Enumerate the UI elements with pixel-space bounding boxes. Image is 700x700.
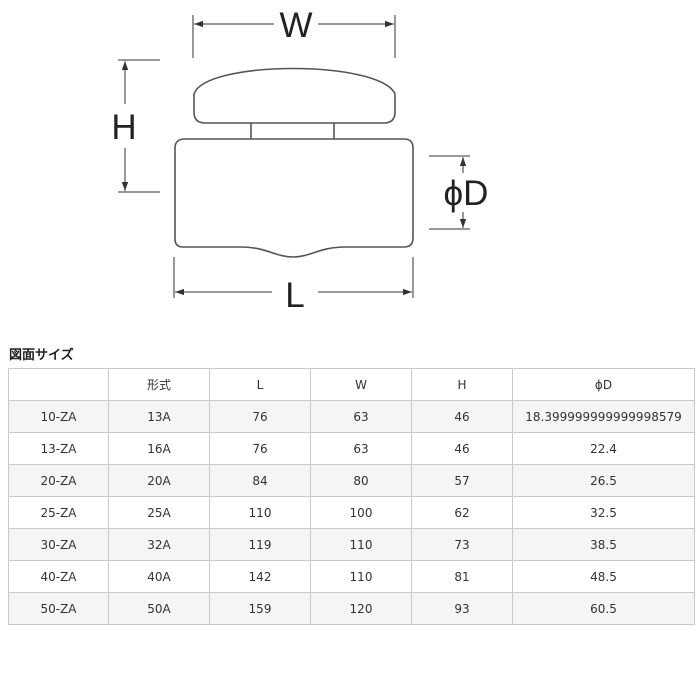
cell-h: 46 — [411, 432, 513, 465]
table-row: 20-ZA 20A 84 80 57 26.5 — [8, 464, 695, 497]
dim-label-w: W — [279, 6, 312, 45]
cell-d: 38.5 — [512, 528, 695, 561]
cell-model: 40-ZA — [8, 560, 109, 593]
cell-w: 100 — [310, 496, 412, 529]
table-row: 40-ZA 40A 142 110 81 48.5 — [8, 560, 695, 593]
table-row: 13-ZA 16A 76 63 46 22.4 — [8, 432, 695, 465]
dim-w — [192, 15, 396, 58]
dim-label-h: H — [111, 108, 136, 147]
cell-d: 48.5 — [512, 560, 695, 593]
cell-model: 20-ZA — [8, 464, 109, 497]
valve-dimension-drawing: W H ϕD L — [111, 6, 489, 315]
cell-model: 50-ZA — [8, 592, 109, 625]
table-row: 25-ZA 25A 110 100 62 32.5 — [8, 496, 695, 529]
dim-label-d: ϕD — [444, 174, 489, 213]
dim-d — [429, 155, 470, 230]
header-d: ϕD — [512, 368, 695, 401]
cell-l: 119 — [209, 528, 311, 561]
cell-h: 46 — [411, 400, 513, 433]
cell-h: 57 — [411, 464, 513, 497]
cell-l: 110 — [209, 496, 311, 529]
cell-h: 93 — [411, 592, 513, 625]
cell-w: 120 — [310, 592, 412, 625]
table-row: 50-ZA 50A 159 120 93 60.5 — [8, 592, 695, 625]
cell-w: 63 — [310, 400, 412, 433]
dim-l — [173, 257, 414, 298]
cell-w: 63 — [310, 432, 412, 465]
table-header-row: 形式 L W H ϕD — [8, 368, 695, 401]
cell-w: 110 — [310, 560, 412, 593]
cell-type: 50A — [108, 592, 210, 625]
header-model — [8, 368, 109, 401]
spec-table: 形式 L W H ϕD 10-ZA 13A 76 63 46 18.399999… — [8, 368, 695, 625]
cell-model: 13-ZA — [8, 432, 109, 465]
cell-h: 62 — [411, 496, 513, 529]
header-w: W — [310, 368, 412, 401]
header-type: 形式 — [108, 368, 210, 401]
valve-outline — [174, 67, 414, 258]
cell-w: 80 — [310, 464, 412, 497]
cell-type: 32A — [108, 528, 210, 561]
cell-model: 25-ZA — [8, 496, 109, 529]
header-l: L — [209, 368, 311, 401]
cell-d: 26.5 — [512, 464, 695, 497]
cell-l: 76 — [209, 432, 311, 465]
cell-h: 73 — [411, 528, 513, 561]
cell-d: 22.4 — [512, 432, 695, 465]
dim-label-l: L — [285, 276, 304, 315]
section-title: 図面サイズ — [9, 348, 74, 363]
cell-type: 13A — [108, 400, 210, 433]
cell-l: 84 — [209, 464, 311, 497]
cell-l: 142 — [209, 560, 311, 593]
dim-h — [118, 59, 160, 193]
cell-model: 10-ZA — [8, 400, 109, 433]
cell-w: 110 — [310, 528, 412, 561]
valve-stem — [250, 123, 335, 139]
cell-h: 81 — [411, 560, 513, 593]
cell-d: 32.5 — [512, 496, 695, 529]
valve-body — [174, 138, 414, 258]
cell-l: 76 — [209, 400, 311, 433]
cell-type: 20A — [108, 464, 210, 497]
valve-handle — [193, 67, 396, 124]
cell-type: 16A — [108, 432, 210, 465]
table-row: 30-ZA 32A 119 110 73 38.5 — [8, 528, 695, 561]
cell-d: 18.399999999999998579 — [512, 400, 695, 433]
cell-type: 25A — [108, 496, 210, 529]
cell-d: 60.5 — [512, 592, 695, 625]
table-row: 10-ZA 13A 76 63 46 18.399999999999998579 — [8, 400, 695, 433]
cell-type: 40A — [108, 560, 210, 593]
cell-model: 30-ZA — [8, 528, 109, 561]
header-h: H — [411, 368, 513, 401]
cell-l: 159 — [209, 592, 311, 625]
